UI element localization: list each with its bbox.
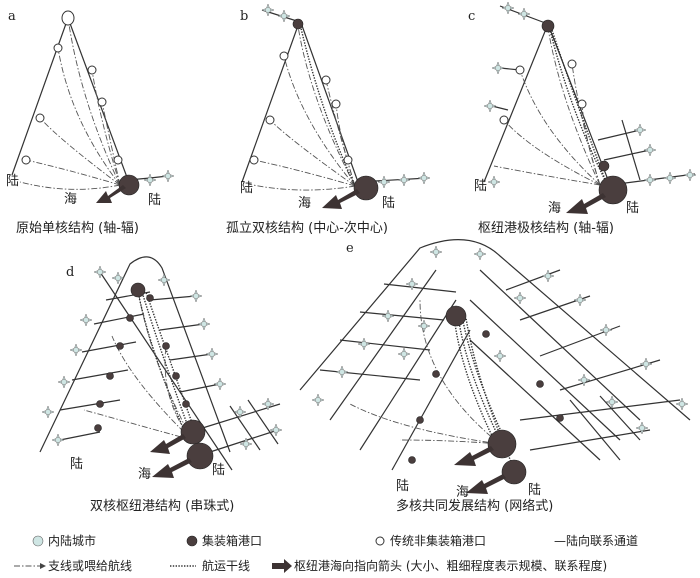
panel-letter-b: b	[240, 9, 248, 24]
panel-b: b 陆 海 陆 孤立双核结构 (中心-次中心)	[226, 3, 431, 236]
svg-text:海: 海	[548, 201, 561, 216]
panel-letter-d: d	[66, 265, 74, 280]
panel-c: c 陆 海 陆	[468, 1, 697, 236]
container-port-icon	[186, 535, 198, 547]
svg-text:陆: 陆	[70, 456, 83, 472]
svg-text:陆: 陆	[474, 178, 487, 194]
sea-label-a: 海	[64, 192, 77, 207]
traditional-port-icon	[375, 536, 385, 546]
panel-a: a 陆 海 陆 原始单核结构 (轴-辐)	[6, 9, 175, 236]
svg-text:陆: 陆	[212, 462, 225, 478]
inland-city-icon	[32, 535, 44, 547]
panel-letter-c: c	[468, 9, 475, 24]
panel-e: e	[299, 239, 691, 514]
legend-traditional-port: 传统非集装箱港口	[390, 533, 486, 548]
panel-letter-a: a	[8, 9, 16, 24]
svg-text:陆: 陆	[240, 180, 253, 196]
svg-text:海: 海	[298, 196, 311, 211]
svg-text:陆: 陆	[528, 482, 541, 498]
svg-text:陆: 陆	[396, 478, 409, 494]
caption-d: 双核枢纽港结构 (串珠式)	[90, 499, 234, 514]
caption-c: 枢纽港极核结构 (轴-辐)	[478, 221, 614, 236]
legend-trunk-route: 航运干线	[202, 558, 250, 573]
land-label-a2: 陆	[148, 192, 161, 208]
caption-b: 孤立双核结构 (中心-次中心)	[226, 220, 388, 236]
coast-right-a	[67, 17, 129, 181]
svg-text:陆: 陆	[382, 195, 395, 211]
hub-port-a	[118, 174, 140, 196]
legend-land-corridor: —陆向联系通道	[554, 533, 638, 548]
legend-hub-arrow: 枢纽港海向指向箭头 (大小、粗细程度表示规模、联系程度)	[294, 558, 607, 573]
svg-text:海: 海	[138, 467, 151, 482]
hub-arrow-icon	[272, 559, 292, 573]
svg-text:陆: 陆	[626, 200, 639, 216]
coast-left-a	[11, 17, 69, 176]
panel-d: d	[39, 256, 283, 514]
legend: 内陆城市 集装箱港口 传统非集装箱港口 —陆向联系通道 支线或喂给航线 航运干线…	[14, 533, 638, 573]
caption-a: 原始单核结构 (轴-辐)	[16, 221, 139, 236]
panel-letter-e: e	[346, 241, 354, 256]
legend-container-port: 集装箱港口	[202, 533, 262, 548]
caption-e: 多核共同发展结构 (网络式)	[396, 498, 553, 514]
legend-feeder-route: 支线或喂给航线	[48, 558, 132, 573]
legend-inland-city: 内陆城市	[48, 533, 96, 548]
land-label-a: 陆	[6, 173, 19, 189]
svg-text:海: 海	[456, 485, 469, 500]
